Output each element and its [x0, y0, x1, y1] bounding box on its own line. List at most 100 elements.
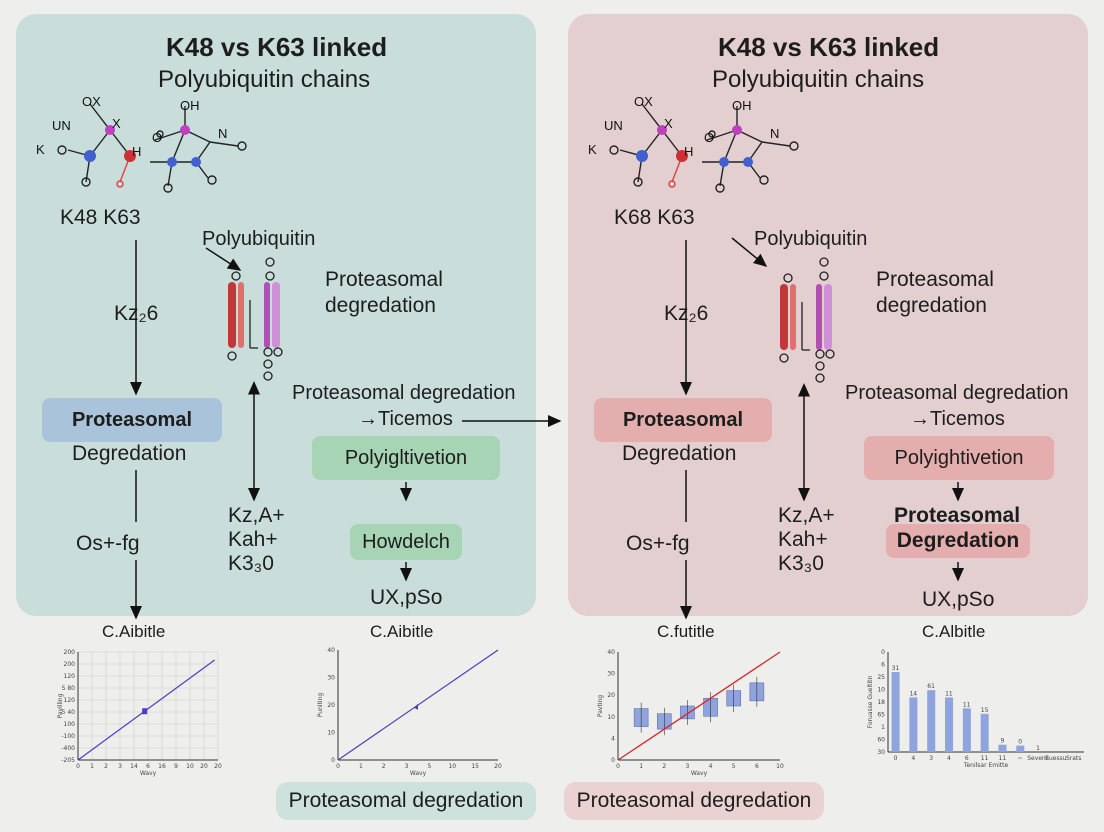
x-axis-label: Wavy — [691, 770, 708, 777]
bar-data-label: 61 — [927, 683, 935, 690]
y-tick-label: 40 — [327, 647, 335, 654]
y-tick-label: 5 80 — [62, 685, 76, 692]
left-title-line2: Polyubiquitin chains — [158, 66, 371, 93]
svg-text:X: X — [112, 116, 121, 131]
bar — [998, 744, 1007, 752]
x-tick-label: 1 — [639, 763, 643, 770]
svg-text:OH: OH — [180, 98, 200, 113]
svg-text:OX: OX — [634, 94, 653, 109]
left-pair-label: K48 K63 — [60, 206, 141, 229]
left-howdelch-box[interactable]: Howdelch — [350, 524, 462, 560]
x-tick-label: 2 — [382, 763, 386, 770]
pill-left[interactable]: Proteasomal degredation — [276, 782, 536, 820]
svg-text:K: K — [588, 142, 597, 157]
svg-text:H: H — [684, 144, 693, 159]
y-tick-label: 120 — [64, 697, 76, 704]
right-k-stack-1: Kz,A+ — [778, 504, 835, 527]
trend-line — [617, 651, 781, 761]
x-tick-label: Euessu — [1045, 755, 1067, 762]
x-tick-label: 9 — [174, 763, 178, 770]
right-degredation: Degredation — [622, 442, 737, 465]
right-polyubiquitin-icon — [779, 257, 835, 383]
pill-right[interactable]: Proteasomal degredation — [564, 782, 824, 820]
bar-data-label: 1 — [1036, 745, 1040, 752]
x-tick-label: 0 — [616, 763, 620, 770]
x-tick-label: Srats — [1066, 755, 1081, 762]
y-tick-label: -205 — [61, 757, 75, 764]
x-tick-label: 6 — [965, 755, 969, 762]
bar — [1016, 745, 1025, 752]
x-tick-label: 5 — [428, 763, 432, 770]
chart1-title: C.Aibitle — [102, 622, 166, 641]
svg-text:O: O — [152, 130, 162, 145]
svg-text:K: K — [36, 142, 45, 157]
left-poly-label: Polyubiquitin — [202, 228, 316, 250]
left-ux-label: UX,pSo — [370, 586, 443, 609]
y-tick-label: 20 — [327, 702, 335, 709]
svg-text:N: N — [770, 126, 779, 141]
y-tick-label: 25 — [877, 674, 885, 681]
y-tick-label: 10 — [877, 687, 885, 694]
right-title-line2: Polyubiquitin chains — [712, 66, 925, 93]
bar-data-label: 31 — [892, 665, 900, 672]
x-tick-label: 6 — [146, 763, 150, 770]
right-prot-deg-2: degredation — [876, 294, 987, 317]
y-tick-label: 40 — [607, 649, 615, 656]
svg-text:H: H — [132, 144, 141, 159]
left-polyig-box[interactable]: Polyigltivetion — [312, 436, 500, 480]
x-tick-label: 15 — [471, 763, 479, 770]
y-axis-label: Pavilling — [57, 693, 64, 718]
x-tick-label: 3 — [118, 763, 122, 770]
y-tick-label: 6 — [881, 662, 885, 669]
chart4-title: C.Albitle — [922, 622, 986, 641]
right-ticemos: →Ticemos — [910, 408, 1005, 430]
x-tick-label: 0 — [894, 755, 898, 762]
left-k-stack-3: K3₃0 — [228, 552, 274, 575]
svg-text:N: N — [218, 126, 227, 141]
x-tick-label: 4 — [911, 755, 915, 762]
x-tick-label: 2 — [662, 763, 666, 770]
right-degredation-box[interactable]: Degredation — [886, 524, 1030, 558]
right-title-line1: K48 vs K63 linked — [718, 32, 940, 62]
right-proteasomal-box[interactable]: Proteasomal — [594, 398, 772, 442]
x-tick-label: 3 — [686, 763, 690, 770]
x-tick-label: 1 — [90, 763, 94, 770]
y-tick-label: 5 40 — [62, 709, 76, 716]
x-axis-label: Wavy — [140, 770, 157, 777]
bar-data-label: 9 — [1000, 738, 1004, 745]
x-axis-label: Wavy — [410, 770, 427, 777]
y-axis-label: Puniting — [317, 693, 324, 718]
data-point — [414, 703, 418, 710]
y-tick-label: 30 — [607, 671, 615, 678]
right-os-label: Os+-fg — [626, 532, 690, 555]
x-tick-label: 6 — [755, 763, 759, 770]
x-tick-label: 10 — [186, 763, 194, 770]
x-tick-label: 10 — [776, 763, 784, 770]
bar — [927, 690, 936, 752]
left-proteasomal-box[interactable]: Proteasomal — [42, 398, 222, 442]
bar-data-label: 11 — [945, 690, 953, 697]
y-tick-label: 65 — [877, 712, 885, 719]
right-k-stack-3: K3₃0 — [778, 552, 824, 575]
x-tick-label: 20 — [200, 763, 208, 770]
svg-text:UN: UN — [604, 118, 623, 133]
y-tick-label: -400 — [61, 745, 75, 752]
y-tick-label: 100 — [64, 721, 76, 728]
bar — [962, 708, 971, 752]
right-poly-label: Polyubiquitin — [754, 228, 868, 250]
right-polyig-box[interactable]: Polyightivetion — [864, 436, 1054, 480]
bar — [891, 672, 900, 752]
svg-text:OX: OX — [82, 94, 101, 109]
left-prot-deg-line: Proteasomal degredation — [292, 382, 516, 404]
x-tick-label: 10 — [448, 763, 456, 770]
y-tick-label: 20 — [607, 692, 615, 699]
y-tick-label: 10 — [607, 714, 615, 721]
left-degredation: Degredation — [72, 442, 187, 465]
y-tick-label: 18 — [877, 699, 885, 706]
y-axis-label: Pavting — [597, 695, 604, 717]
x-tick-label: 3 — [405, 763, 409, 770]
bar — [945, 697, 954, 752]
y-tick-label: 0 — [881, 649, 885, 656]
